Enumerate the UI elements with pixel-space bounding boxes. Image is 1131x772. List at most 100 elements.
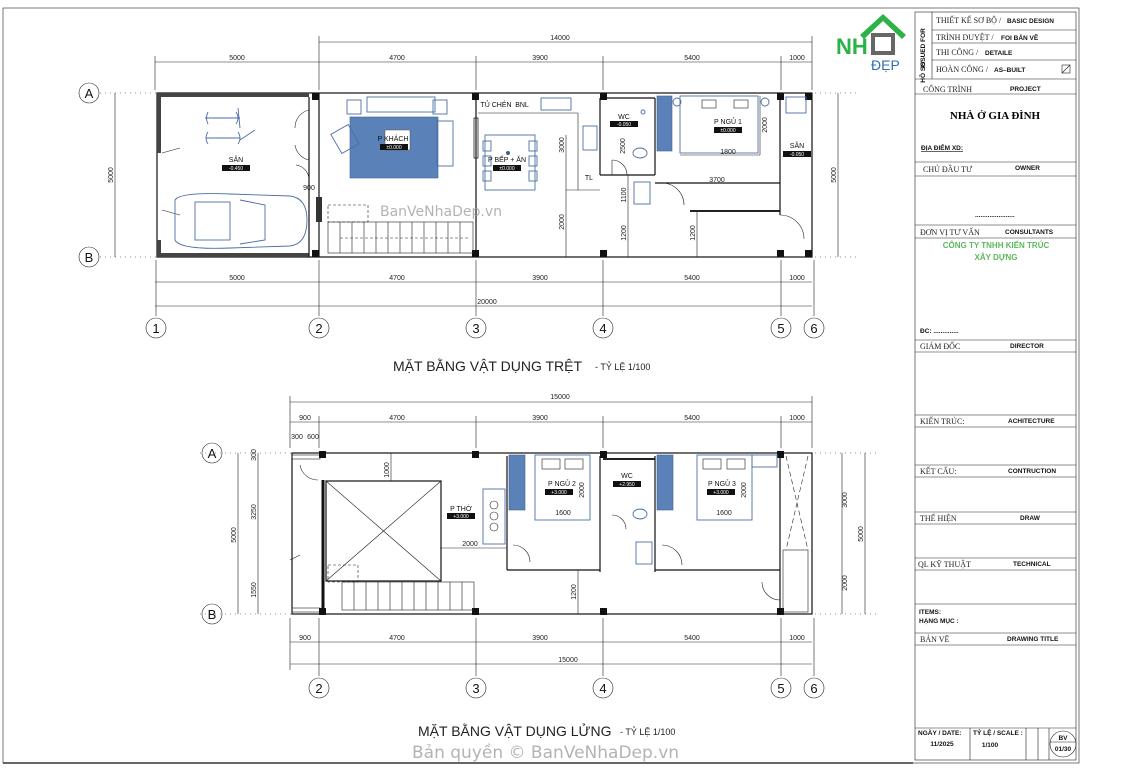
dim-left: 600 bbox=[307, 434, 319, 441]
motorbike-icon bbox=[205, 107, 256, 145]
logo: NH ĐẸP bbox=[836, 14, 906, 73]
sheet-code: BV bbox=[1058, 735, 1068, 742]
dim-left-total: 5000 bbox=[231, 527, 238, 543]
stair bbox=[327, 204, 474, 254]
dim-inner: 1200 bbox=[690, 225, 697, 241]
role-en: ACHITECTURE bbox=[1008, 418, 1055, 425]
project-label: CÔNG TRÌNH bbox=[923, 84, 972, 94]
dim-seg: 900 bbox=[299, 415, 311, 422]
dim-overall-top: 14000 bbox=[550, 35, 570, 42]
hang-muc-label: HẠNG MỤC : bbox=[919, 618, 959, 625]
dim-seg: 5400 bbox=[684, 275, 700, 282]
consult-label: ĐƠN VỊ TƯ VẤN bbox=[920, 227, 980, 237]
svg-text:6: 6 bbox=[810, 681, 817, 696]
owner-dots: ...................... bbox=[975, 212, 1015, 219]
plan1-title: MẶT BẰNG VẬT DỤNG TRỆT bbox=[393, 357, 582, 374]
void-opening bbox=[325, 480, 442, 582]
role-en: TECHNICAL bbox=[1013, 561, 1051, 568]
axis-bubble-6: 6 bbox=[803, 677, 825, 699]
dim-seg: 4700 bbox=[389, 275, 405, 282]
watermark: BanVeNhaDep.vn bbox=[380, 204, 502, 220]
level-tag: ±0.000 bbox=[720, 128, 735, 134]
living-room-furniture bbox=[330, 96, 454, 179]
axis-bubble-4: 4 bbox=[592, 317, 614, 339]
doors bbox=[161, 109, 805, 240]
svg-text:DETAILE: DETAILE bbox=[985, 50, 1013, 57]
dim-hall: 1200 bbox=[571, 584, 578, 600]
room-label: SÂN bbox=[229, 155, 243, 164]
kitchen-furniture bbox=[478, 97, 600, 191]
wc-fixtures bbox=[632, 109, 651, 205]
dim-inner: 3000 bbox=[559, 137, 566, 153]
svg-text:5: 5 bbox=[777, 321, 784, 336]
role-en: CONTRUCTION bbox=[1008, 468, 1056, 475]
plan2-scale: - TỶ LỆ 1/100 bbox=[620, 726, 675, 737]
drawing-en: DRAWING TITLE bbox=[1007, 636, 1059, 643]
dim-seg: 1000 bbox=[789, 275, 805, 282]
axis-bubble-2: 2 bbox=[308, 317, 330, 339]
role-en: DRAW bbox=[1020, 515, 1041, 522]
date-label: NGÀY / DATE: bbox=[918, 728, 961, 737]
owner-label: CHỦ ĐẦU TƯ bbox=[923, 164, 973, 174]
wc-fixtures bbox=[603, 458, 655, 565]
walls bbox=[289, 451, 813, 615]
dim-bed-width: 1800 bbox=[720, 149, 736, 156]
watermark: Bản quyền © BanVeNhaDep.vn bbox=[412, 742, 679, 763]
dim-overall-top: 15000 bbox=[550, 394, 570, 401]
svg-text:6: 6 bbox=[810, 321, 817, 336]
svg-text:BASIC DESIGN: BASIC DESIGN bbox=[1007, 18, 1054, 25]
walls bbox=[156, 92, 813, 258]
svg-text:4: 4 bbox=[599, 681, 606, 696]
axis-bubble-6: 6 bbox=[803, 317, 825, 339]
dim-seg: 5400 bbox=[684, 635, 700, 642]
scale-value: 1/100 bbox=[982, 742, 999, 749]
svg-text:ĐẸP: ĐẸP bbox=[871, 57, 900, 73]
svg-text:B: B bbox=[208, 607, 217, 622]
axis-bubble-5: 5 bbox=[770, 677, 792, 699]
dim-seg: 4700 bbox=[389, 635, 405, 642]
project-en: PROJECT bbox=[1010, 86, 1041, 93]
dim-seg: 5000 bbox=[229, 275, 245, 282]
level-tag: +2.950 bbox=[619, 482, 635, 488]
stair bbox=[327, 564, 475, 611]
dim-bed-length: 2000 bbox=[579, 482, 586, 498]
svg-text:FOI BẢN VẼ: FOI BẢN VẼ bbox=[1001, 33, 1039, 42]
svg-text:3: 3 bbox=[472, 321, 479, 336]
role-label: KẾT CẤU: bbox=[920, 466, 957, 476]
svg-text:B: B bbox=[85, 250, 94, 265]
level-tag: -0.450 bbox=[229, 166, 243, 172]
dim-altar: 2000 bbox=[462, 541, 478, 548]
dim-left: 1550 bbox=[251, 582, 258, 598]
bedroom-3-furniture bbox=[656, 454, 778, 521]
room-label: P KHÁCH bbox=[378, 134, 409, 143]
ground-floor-plan: 14000 5000 4700 3900 5400 1000 5000 4700… bbox=[78, 35, 860, 374]
svg-text:THIẾT KẾ SƠ BỘ /: THIẾT KẾ SƠ BỘ / bbox=[936, 15, 1002, 25]
dim-seg: 1000 bbox=[789, 55, 805, 62]
dim-seg: 3900 bbox=[532, 635, 548, 642]
dim-left: 300 bbox=[291, 434, 303, 441]
dim-seg: 5000 bbox=[229, 55, 245, 62]
issue-row: THIẾT KẾ SƠ BỘ / BASIC DESIGN bbox=[936, 15, 1054, 25]
sheet-border bbox=[2, 7, 1080, 764]
dim-door: 900 bbox=[303, 185, 315, 192]
address: ĐC: .............. bbox=[920, 328, 959, 335]
level-tag: -0.050 bbox=[790, 152, 804, 158]
axis-bubble-4: 4 bbox=[592, 677, 614, 699]
dim-seg: 3900 bbox=[532, 275, 548, 282]
svg-text:1: 1 bbox=[152, 321, 159, 336]
company-name: XÂY DỰNG bbox=[975, 253, 1018, 262]
role-label: QL KỸ THUẬT bbox=[918, 559, 971, 569]
role-label: GIÁM ĐỐC bbox=[920, 341, 960, 351]
issued-for-label: ISSUED FOR bbox=[920, 28, 927, 68]
room-label: TỦ CHÉN bbox=[480, 100, 511, 109]
dim-inner: 1100 bbox=[621, 187, 628, 202]
axis-bubble-1: 1 bbox=[145, 317, 167, 339]
dim-seg: 1000 bbox=[789, 415, 805, 422]
axis-bubble-A: A bbox=[201, 442, 223, 464]
dim-overall-bottom: 15000 bbox=[558, 657, 578, 664]
svg-text:2: 2 bbox=[315, 681, 322, 696]
dim-bed-length: 2000 bbox=[741, 482, 748, 498]
axis-bubble-A: A bbox=[78, 82, 100, 104]
plan1-scale: - TỶ LỆ 1/100 bbox=[595, 361, 650, 372]
room-label: P NGỦ 2 bbox=[548, 479, 576, 488]
